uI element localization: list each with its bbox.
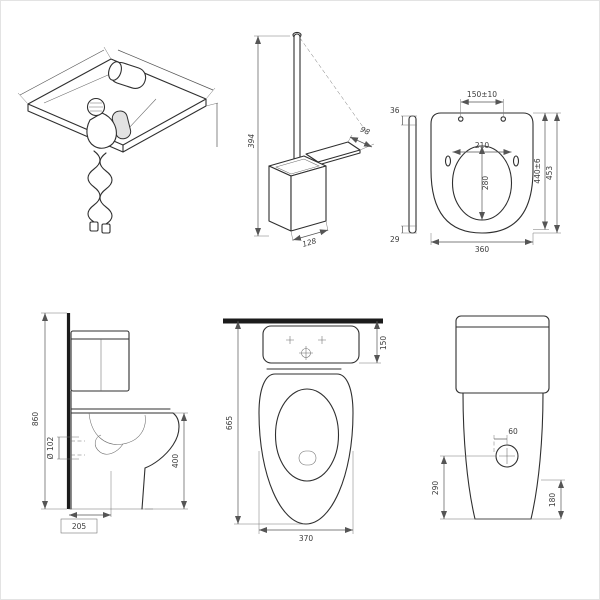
dimension-inlet-offset: 60 xyxy=(493,427,518,453)
dimension-total-height: 860 xyxy=(31,312,67,510)
cistern-rear xyxy=(455,315,550,394)
dimension-opening-length: 280 xyxy=(479,146,490,220)
seat-front-thickness-label: 29 xyxy=(390,235,400,244)
side-outlet-diameter-label: Ø 102 xyxy=(46,436,55,459)
seat-hinge-spacing-label: 150±10 xyxy=(467,90,497,99)
rear-outlet-height-label: 180 xyxy=(548,493,557,508)
dimension-base-depth: 98 xyxy=(299,37,375,151)
paper-roll xyxy=(108,61,147,89)
dimension-total-length: 453 xyxy=(533,113,561,234)
dimension-height: 394 xyxy=(247,35,290,237)
toilet-brush-drawing: 394 128 98 xyxy=(247,31,375,249)
toilet-rear-panel: 60 290 180 xyxy=(423,301,583,553)
cistern-side xyxy=(70,330,130,392)
seat-opening-width-label: 210 xyxy=(475,141,490,150)
flexible-hoses xyxy=(87,150,113,234)
sprayer-head xyxy=(86,97,117,149)
cistern-plan xyxy=(262,325,360,364)
seat-rear-thickness-label: 36 xyxy=(390,106,400,115)
toilet-brush-panel: 394 128 98 xyxy=(236,16,401,271)
dimension-outlet-height: 180 xyxy=(541,479,565,519)
sprayer-isometric-drawing xyxy=(17,46,219,234)
dimension-inlet-height: 290 xyxy=(431,455,496,520)
dimension-front-thickness: 29 xyxy=(390,225,417,244)
plan-cistern-depth-label: 150 xyxy=(379,336,388,351)
rear-inlet-height-label: 290 xyxy=(431,481,440,496)
seat-total-width-label: 360 xyxy=(475,245,490,254)
toilet-plan-panel: 665 150 370 xyxy=(209,301,404,553)
brush-width-label: 128 xyxy=(301,236,317,249)
seat-fixing-length-label: 440±6 xyxy=(533,158,542,184)
side-rim-height-label: 400 xyxy=(171,454,180,469)
brush-cup xyxy=(268,155,327,232)
dimension-outlet-diameter: Ø 102 xyxy=(46,436,79,459)
toilet-side-panel: 860 Ø 102 400 205 xyxy=(21,301,216,551)
dimension-hinge-spacing: 150±10 xyxy=(460,90,504,116)
dimension-rim-height: 400 xyxy=(145,412,188,510)
side-total-height-label: 860 xyxy=(31,412,40,427)
plan-total-depth-label: 665 xyxy=(225,416,234,431)
toilet-plan-drawing: 665 150 370 xyxy=(223,318,388,543)
seat-plan-drawing: 36 29 150±10 xyxy=(390,90,561,254)
dimension-rear-thickness: 36 xyxy=(390,106,417,126)
seat-total-length-label: 453 xyxy=(545,166,554,181)
dimension-total-depth: 665 xyxy=(225,321,304,525)
brush-handle xyxy=(292,31,302,171)
seat-side-profile xyxy=(408,115,417,234)
dimension-setout: 205 xyxy=(60,471,112,534)
rear-inlet-offset-label: 60 xyxy=(508,427,518,436)
dimension-cistern-depth: 150 xyxy=(359,321,388,364)
brush-height-label: 394 xyxy=(247,134,256,149)
seat-and-bowl-plan xyxy=(258,368,354,525)
plan-bowl-width-label: 370 xyxy=(299,534,314,543)
seat-plan-panel: 36 29 150±10 xyxy=(389,86,589,261)
dimension-base-width: 128 xyxy=(290,220,329,249)
sprayer-isometric-panel xyxy=(6,19,231,254)
side-setout-label: 205 xyxy=(72,522,87,531)
toilet-side-drawing: 860 Ø 102 400 205 xyxy=(31,312,188,534)
dimension-lines xyxy=(17,46,219,147)
brush-depth-label: 98 xyxy=(359,125,372,137)
seat-opening-length-label: 280 xyxy=(481,176,490,191)
dimension-bowl-width: 370 xyxy=(258,451,354,543)
dimension-total-width: 360 xyxy=(430,233,534,254)
toilet-rear-drawing: 60 290 180 xyxy=(431,315,565,520)
bowl-side xyxy=(70,390,180,510)
